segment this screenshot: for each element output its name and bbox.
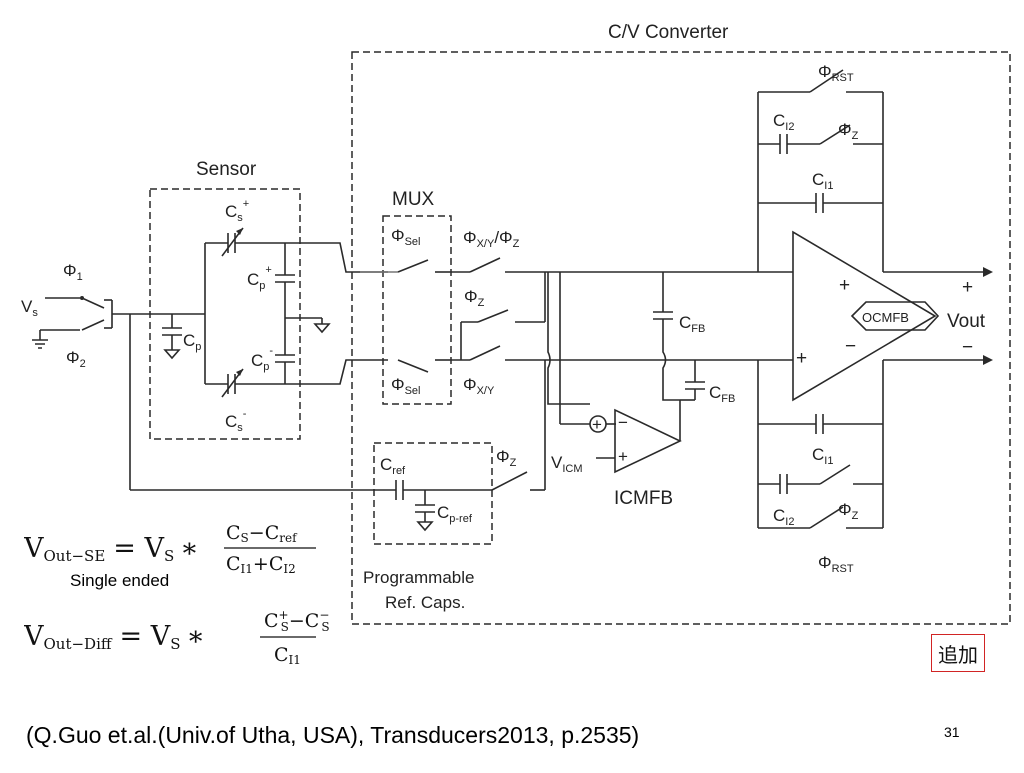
sum-plus: + [592, 415, 602, 434]
cp-ref-label: Cp-ref [437, 503, 473, 525]
amp-plus-top: + [839, 275, 850, 296]
vout-label: Vout [947, 311, 986, 332]
citation: (Q.Guo et.al.(Univ.of Utha, USA), Transd… [26, 722, 640, 748]
arrow-right-icon [983, 267, 993, 277]
ocmfb-label: OCMFB [862, 310, 909, 325]
amp-minus-top: − [845, 336, 856, 357]
phi-xy-bot-switch [469, 345, 501, 361]
cfb-top-down [662, 319, 680, 401]
phi-rst-bot-switch [809, 506, 844, 529]
icmfb-minus: − [618, 413, 628, 432]
phi-sel-top-label: ΦSel [391, 226, 420, 248]
page-number: 31 [944, 724, 960, 740]
cv-converter-box [351, 51, 1011, 625]
sensor-bot-out-wire [285, 359, 388, 385]
phi-z-ref-switch [491, 471, 528, 491]
phi-z-top-switch [819, 124, 851, 145]
phi-xyz-label: ΦX/Y/ΦZ [463, 228, 520, 250]
phi1-label: Φ1 [63, 261, 83, 283]
mux-switch-bot [397, 359, 429, 373]
vicm-label: VICM [551, 453, 583, 475]
phi-rst-bot-label: ΦRST [818, 553, 854, 575]
phi-sel-bot-label: ΦSel [391, 375, 420, 397]
cref-label: Cref [380, 455, 406, 477]
mux-box [382, 215, 452, 405]
prog-ref-caps-line1: Programmable [363, 568, 475, 587]
eq1-lhs: VOut−SE= VS∗ [24, 533, 199, 565]
icmfb-amplifier [614, 408, 682, 474]
phi1-switch [81, 297, 105, 309]
ground-icon [313, 323, 331, 334]
arrow-head [236, 369, 243, 376]
eq2-numerator: C+S−C−S [264, 608, 330, 634]
cp-left-label: Cp [183, 331, 201, 353]
sensor-title: Sensor [196, 159, 257, 180]
ci1-top-label: CI1 [812, 170, 833, 192]
prog-ref-caps-line2: Ref. Caps. [385, 593, 465, 612]
phi-z-top-label: ΦZ [838, 120, 859, 142]
cp-top-label: Cp+ [247, 264, 272, 292]
cfb-bot-label: CFB [709, 383, 735, 405]
ground-icon [163, 349, 181, 360]
phi-z-mid-label: ΦZ [464, 287, 485, 309]
ci1-bot-label: CI1 [812, 445, 833, 467]
vout-plus: + [962, 277, 973, 298]
vs-label: Vs [21, 297, 38, 319]
ocmfb-block [850, 301, 940, 331]
arrow-right-icon [983, 355, 993, 365]
cp-bot-label: Cp- [251, 345, 273, 373]
added-note-box: 追加 [931, 634, 985, 672]
eq1-denominator: CI1+CI2 [226, 553, 296, 576]
icmfb-plus: + [618, 447, 628, 466]
amp-plus-bot: + [796, 348, 807, 369]
icmfb-label: ICMFB [614, 488, 673, 509]
arrow-head [236, 228, 243, 235]
sensor-top-out-wire [285, 242, 388, 273]
phi-z-ref-label: ΦZ [496, 447, 517, 469]
ground-icon [32, 339, 48, 349]
ref-caps-box [373, 442, 493, 545]
eq2-lhs: VOut−Diff= VS∗ [24, 621, 205, 653]
phi2-label: Φ2 [66, 348, 86, 370]
formula-differential: VOut−Diff= VS∗ C+S−C−S CI1 [24, 608, 330, 667]
mux-title: MUX [392, 189, 435, 210]
ground-icon [416, 521, 434, 532]
mux-switch-top [397, 259, 429, 273]
cs-top-label: Cs+ [225, 198, 249, 224]
cfb-top-label: CFB [679, 313, 705, 335]
phi2-switch [81, 319, 105, 331]
vout-minus: − [962, 337, 973, 358]
eq2-denominator: CI1 [274, 644, 301, 667]
phi-z-bot-label: ΦZ [838, 500, 859, 522]
cv-converter-title: C/V Converter [608, 22, 729, 43]
phi-z-bot-switch [819, 464, 851, 485]
phi-xy-bot-label: ΦX/Y [463, 375, 495, 397]
ci2-top-label: CI2 [773, 111, 794, 133]
single-ended-label: Single ended [70, 571, 170, 590]
icmfb-feed2 [547, 272, 590, 405]
ci2-bot-label: CI2 [773, 506, 794, 528]
phi-xyz-switch [469, 257, 501, 273]
main-amplifier [792, 230, 937, 402]
phi-z-mid-switch [477, 309, 509, 323]
eq1-numerator: CS−Cref [226, 522, 298, 545]
phi-rst-top-switch [809, 69, 844, 93]
phi-rst-top-label: ΦRST [818, 62, 854, 84]
formula-single-ended: VOut−SE= VS∗ CS−Cref CI1+CI2 [24, 522, 316, 576]
cs-bot-label: Cs- [225, 408, 247, 434]
